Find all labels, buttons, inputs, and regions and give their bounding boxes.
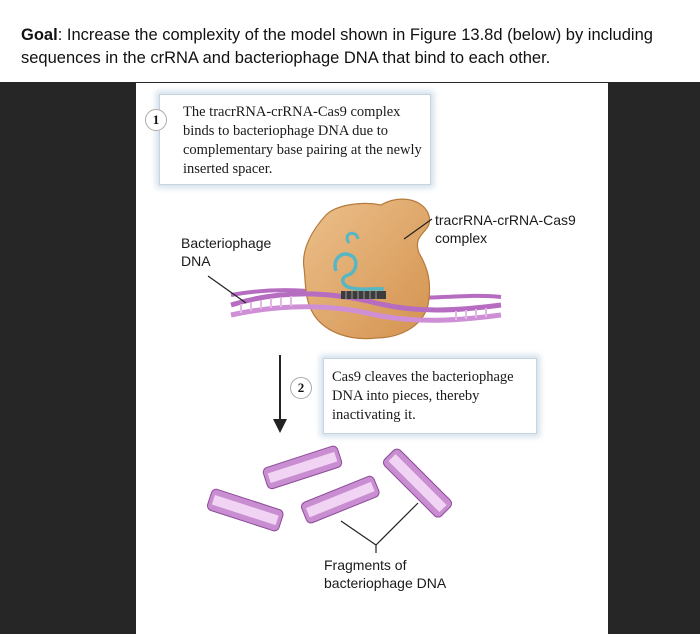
leader-line-dna bbox=[207, 275, 247, 304]
goal-label: Goal bbox=[21, 26, 58, 44]
dna-fragment bbox=[383, 448, 452, 518]
step-1-number: 1 bbox=[145, 109, 167, 131]
figure-illustration bbox=[207, 198, 502, 553]
label-bacteriophage-dna: Bacteriophage DNA bbox=[181, 235, 272, 269]
figure-panel: The tracrRNA-crRNA-Cas9 complex binds to… bbox=[136, 83, 608, 634]
label-tracrrna-crrna-cas9-complex: tracrRNA-crRNA-Cas9 complex bbox=[435, 212, 576, 246]
leader-line-complex bbox=[403, 218, 433, 240]
tracrrna-crrna bbox=[333, 252, 385, 291]
step-2-callout: Cas9 cleaves the bacteriophage DNA into … bbox=[323, 358, 537, 434]
step-1-callout: The tracrRNA-crRNA-Cas9 complex binds to… bbox=[159, 94, 431, 185]
step-2-number: 2 bbox=[290, 377, 312, 399]
goal-header: Goal: Increase the complexity of the mod… bbox=[0, 0, 700, 82]
bacteriophage-dna-helix bbox=[230, 291, 502, 323]
leader-line-fragments bbox=[340, 502, 419, 553]
dna-fragment bbox=[301, 475, 380, 524]
label-dna-fragments: Fragments of bacteriophage DNA bbox=[324, 557, 447, 591]
step-1-text: The tracrRNA-crRNA-Cas9 complex binds to… bbox=[183, 104, 422, 177]
dna-fragment bbox=[207, 488, 284, 532]
goal-text: Goal: Increase the complexity of the mod… bbox=[21, 24, 681, 70]
cas9-protein bbox=[302, 198, 431, 340]
down-arrow bbox=[273, 355, 287, 433]
dna-fragment bbox=[262, 445, 343, 490]
goal-description: : Increase the complexity of the model s… bbox=[21, 26, 653, 67]
step-2-text: Cas9 cleaves the bacteriophage DNA into … bbox=[332, 369, 514, 423]
